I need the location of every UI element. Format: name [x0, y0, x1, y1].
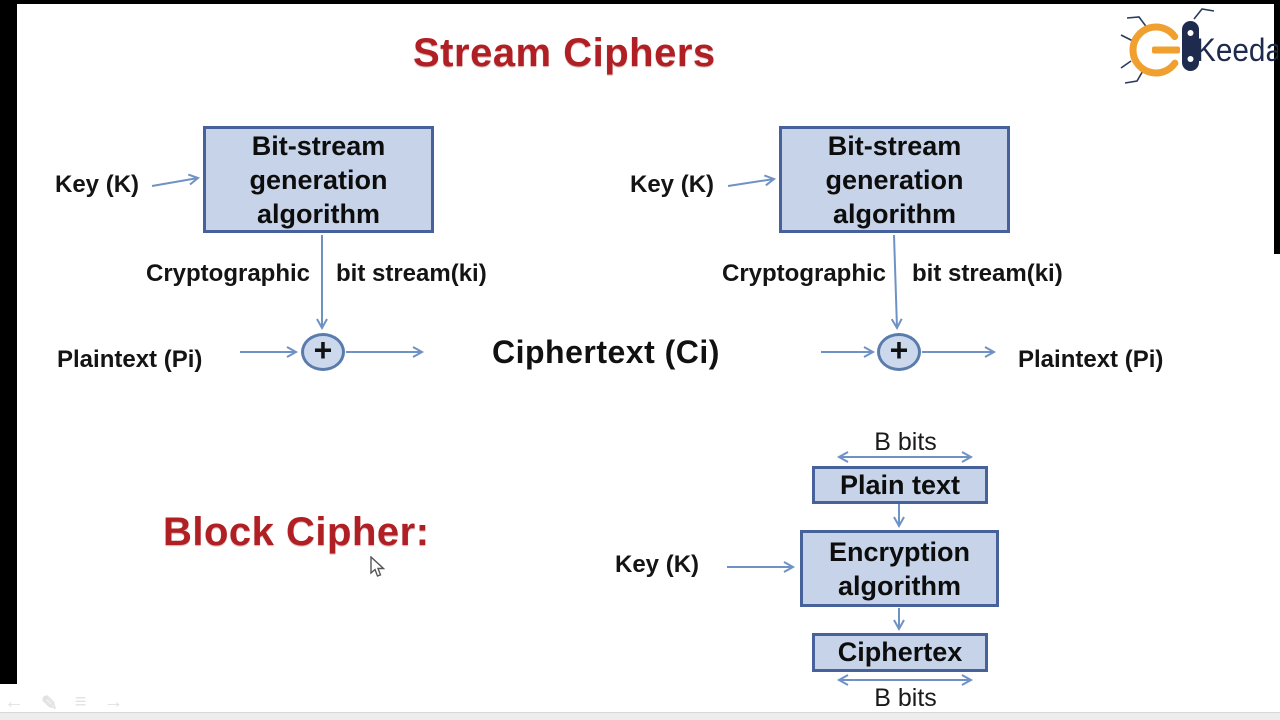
key-arrow-right: [727, 174, 777, 187]
plaintext-label-left: Plaintext (Pi): [57, 346, 203, 373]
caption-bitstream-left: bit stream(ki): [336, 260, 487, 287]
prev-slide-icon[interactable]: ←: [4, 691, 24, 713]
key-label-block: Key (K): [615, 551, 700, 578]
xor-node-right: +: [877, 332, 921, 371]
slide-menu-icon[interactable]: ≡: [74, 691, 87, 713]
caption-cryptographic-right: Cryptographic: [721, 260, 886, 287]
logo-bug-body-icon: [1182, 21, 1199, 71]
key-label-left: Key (K): [55, 171, 140, 198]
top-letterbox-bar: [0, 0, 1280, 4]
bbits-label-top: B bits: [874, 428, 937, 456]
ekeeda-logo: Keeda: [1120, 8, 1278, 84]
xor-node-left: +: [301, 332, 345, 371]
slideshow-controls: ← ✎ ≡ →: [4, 691, 123, 716]
logo-bug-dot-top-icon: [1187, 30, 1194, 36]
bottom-strip: [0, 712, 1280, 720]
next-slide-icon[interactable]: →: [103, 691, 124, 713]
encryption-box: Encryption algorithm: [800, 530, 999, 607]
bitstream-box-right: Bit-stream generation algorithm: [779, 126, 1010, 233]
key-label-right: Key (K): [630, 171, 715, 198]
logo-bug-dot-bottom-icon: [1187, 56, 1194, 62]
plaintext-box: Plain text: [812, 466, 988, 504]
bitstream-down-arrow-right: [890, 234, 903, 331]
logo-brand-text: Keeda: [1196, 32, 1278, 68]
bitstream-box-left: Bit-stream generation algorithm: [203, 126, 434, 233]
mouse-cursor-icon: [370, 556, 386, 577]
plaintext-label-right: Plaintext (Pi): [1018, 346, 1164, 373]
ciphertext-center-label: Ciphertext (Ci): [492, 334, 720, 370]
key-arrow-left: [151, 173, 201, 187]
logo-e-bar-icon: [1152, 46, 1180, 54]
pen-tool-icon[interactable]: ✎: [41, 693, 58, 715]
caption-cryptographic-left: Cryptographic: [145, 260, 310, 287]
block-cipher-heading: Block Cipher:: [163, 510, 430, 554]
slide-title: Stream Ciphers: [413, 31, 716, 75]
bug-legs-icon: [1120, 8, 1215, 84]
ciphertext-box: Ciphertex: [812, 633, 988, 672]
left-letterbox-bar: [0, 0, 17, 684]
logo-e-arc-icon: [1129, 23, 1183, 77]
right-letterbox-bar: [1274, 0, 1280, 254]
bbits-label-bottom: B bits: [874, 684, 937, 712]
caption-bitstream-right: bit stream(ki): [912, 260, 1063, 287]
